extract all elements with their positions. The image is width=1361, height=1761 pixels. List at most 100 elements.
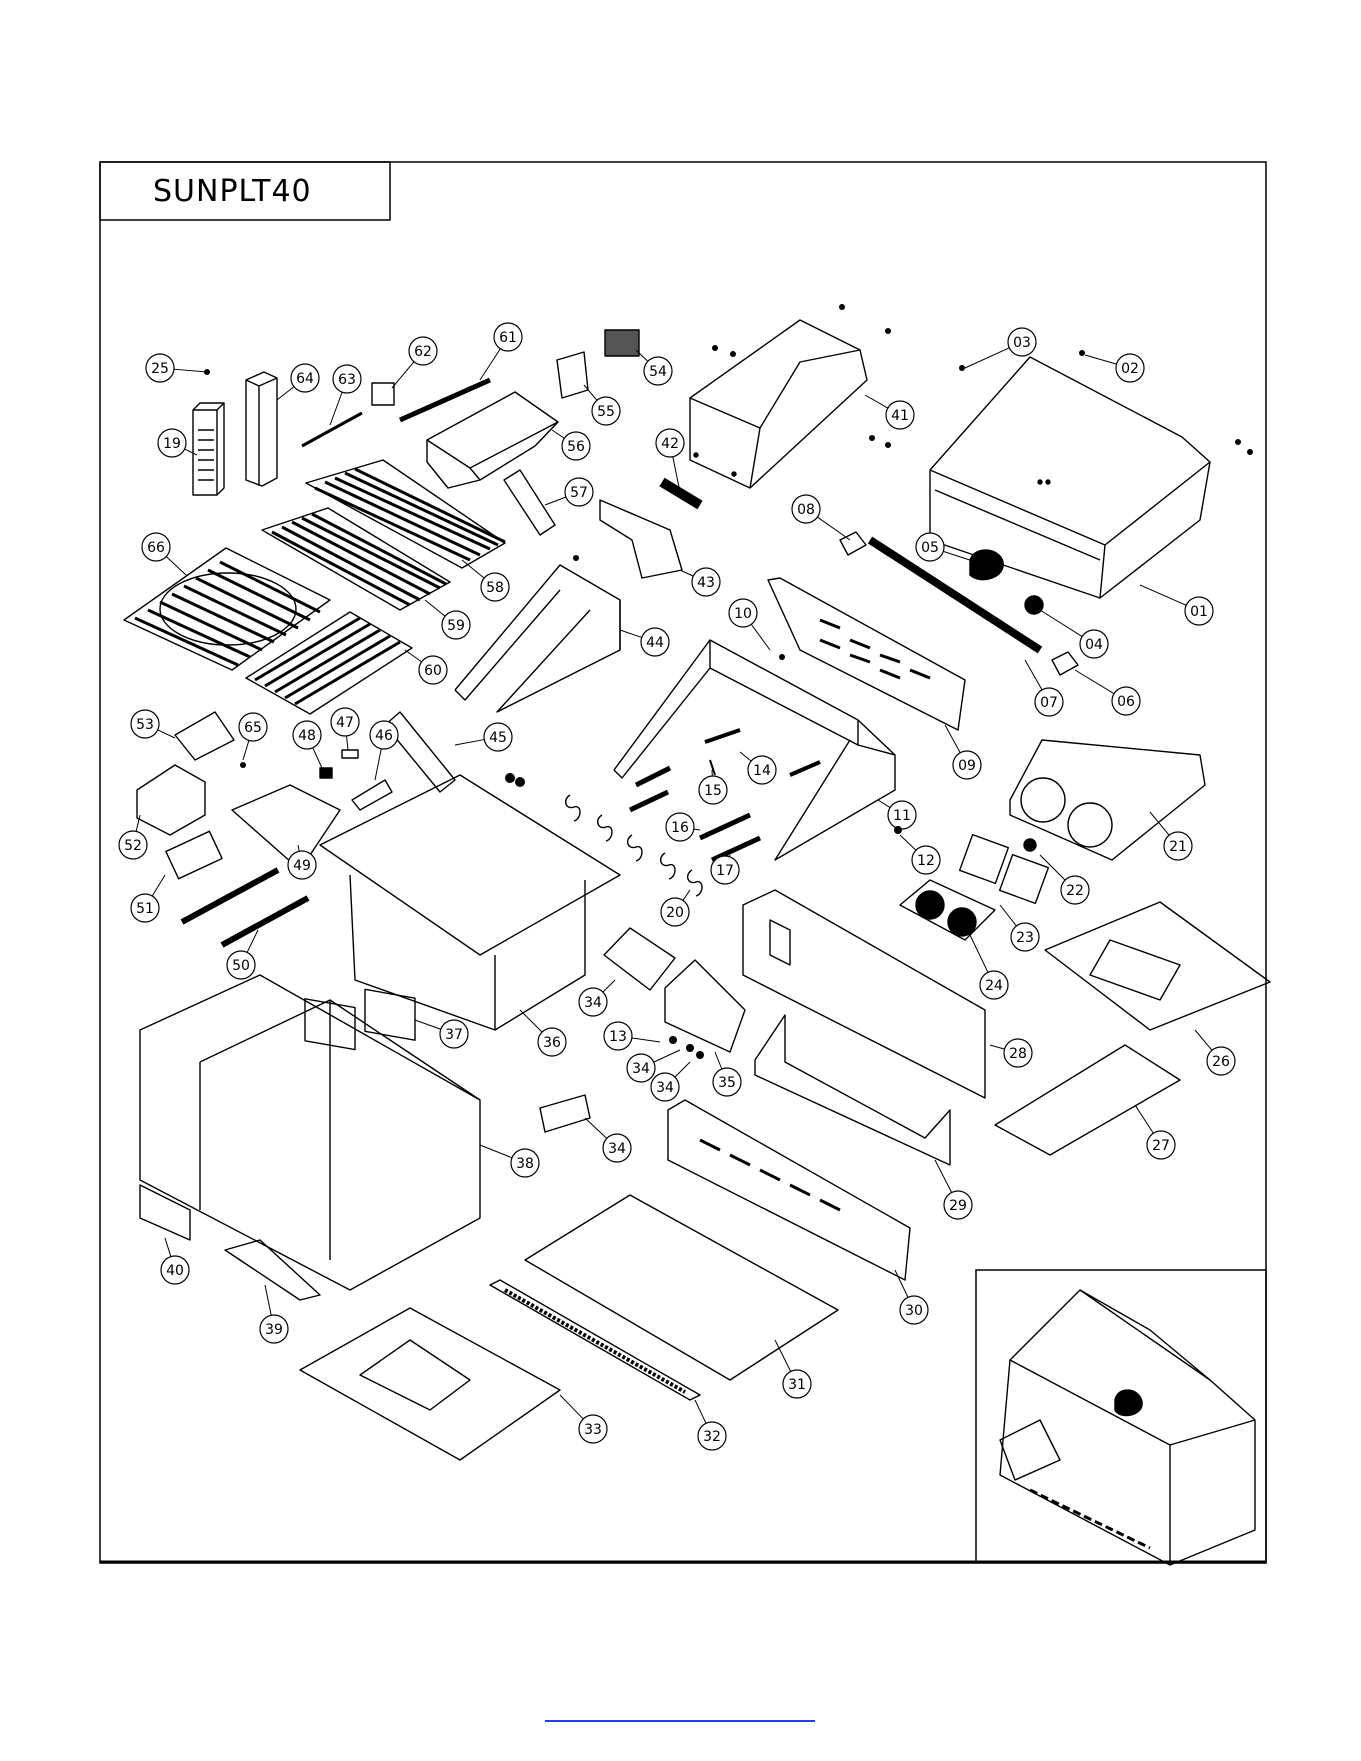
callout-label: 34 [632, 1061, 650, 1077]
callout-62: 62 [392, 337, 437, 388]
callout-leader [462, 560, 484, 578]
callout-13: 13 [604, 1022, 660, 1050]
part-06-foot [1052, 652, 1078, 675]
callout-label: 35 [718, 1075, 736, 1091]
callout-26: 26 [1195, 1030, 1235, 1075]
callout-label: 38 [516, 1156, 534, 1172]
callout-33: 33 [560, 1395, 607, 1443]
callout-leader [1195, 1030, 1212, 1050]
callout-label: 59 [447, 618, 465, 634]
callout-16: 16 [666, 813, 700, 841]
callout-leader [1085, 355, 1117, 364]
callout-label: 09 [958, 758, 976, 774]
callout-leader [1000, 905, 1016, 926]
callout-label: 33 [584, 1422, 602, 1438]
callout-label: 14 [753, 763, 771, 779]
callout-label: 39 [265, 1322, 283, 1338]
callout-leader [185, 449, 197, 455]
callout-56: 56 [552, 430, 590, 460]
callout-label: 65 [244, 720, 262, 736]
part-48-nut [320, 768, 332, 778]
callout-label: 01 [1190, 604, 1208, 620]
callout-label: 62 [414, 344, 432, 360]
callout-label: 05 [921, 540, 939, 556]
callout-label: 27 [1152, 1138, 1170, 1154]
callout-leader [584, 385, 597, 400]
callout-35: 35 [713, 1052, 741, 1096]
callout-leader [552, 430, 564, 438]
callout-leader [585, 1118, 607, 1138]
callout-leader [330, 392, 342, 425]
callout-66: 66 [142, 533, 186, 575]
callout-19: 19 [158, 429, 197, 457]
part-54-block [605, 330, 639, 356]
part-61-auger [400, 380, 490, 420]
callout-61: 61 [480, 323, 522, 380]
part-09-heat-shield [768, 578, 965, 730]
callout-leader [158, 730, 175, 738]
part-55-bracket [557, 352, 588, 398]
callout-label: 30 [905, 1303, 923, 1319]
part-24-fan-plate [900, 880, 995, 940]
callout-leader [375, 749, 381, 780]
callout-leader [654, 1050, 680, 1062]
callout-label: 15 [704, 783, 722, 799]
callout-44: 44 [620, 628, 669, 656]
part-32-rail [490, 1280, 700, 1400]
callout-41: 41 [865, 395, 914, 429]
callout-27: 27 [1135, 1105, 1175, 1159]
part-33-drip-tray [300, 1308, 560, 1460]
callout-leader [680, 570, 693, 576]
callout-31: 31 [775, 1340, 811, 1398]
callout-leader [520, 1010, 542, 1032]
callout-12: 12 [900, 835, 940, 874]
callout-leader [694, 829, 700, 830]
callout-label: 42 [661, 436, 679, 452]
callout-label: 10 [734, 606, 752, 622]
part-22-knob [1024, 839, 1036, 851]
callout-label: 16 [671, 820, 689, 836]
callout-49: 49 [288, 845, 316, 879]
callout-leader [675, 1062, 690, 1077]
callout-28: 28 [990, 1039, 1032, 1067]
callout-label: 48 [298, 728, 316, 744]
callout-leader [1025, 660, 1042, 690]
part-52-box [137, 765, 205, 835]
callout-14: 14 [740, 752, 776, 784]
callout-46: 46 [370, 721, 398, 780]
callout-51: 51 [131, 875, 165, 922]
callout-label: 26 [1212, 1054, 1230, 1070]
part-43-plate [600, 500, 682, 578]
callout-label: 23 [1016, 930, 1034, 946]
callout-label: 36 [543, 1035, 561, 1051]
footer-link-underline[interactable] [545, 1720, 815, 1722]
callout-09: 09 [945, 725, 981, 779]
callout-label: 47 [336, 715, 354, 731]
part-38-cabinet [140, 975, 480, 1290]
callout-leader [1040, 855, 1065, 880]
callout-leader [1075, 670, 1114, 694]
callout-39: 39 [260, 1285, 288, 1343]
callout-29: 29 [935, 1160, 972, 1219]
callout-34: 34 [651, 1062, 690, 1101]
callout-01: 01 [1140, 585, 1213, 625]
callout-65: 65 [239, 713, 267, 760]
callout-label: 43 [697, 575, 715, 591]
callout-32: 32 [695, 1400, 726, 1450]
part-19-holder [193, 403, 224, 495]
callout-37: 37 [415, 1020, 468, 1048]
part-20-hook-a [566, 795, 580, 821]
callout-leader [480, 1145, 512, 1158]
part-56-hopper [427, 392, 558, 488]
part-62-motor-mount [372, 383, 394, 405]
part-50-rails [182, 870, 308, 945]
callout-leader [632, 1038, 660, 1042]
callout-label: 46 [375, 728, 393, 744]
callout-label: 50 [232, 958, 250, 974]
callout-label: 51 [136, 901, 154, 917]
callout-40: 40 [161, 1238, 189, 1284]
callout-leader [298, 845, 299, 851]
callout-label: 13 [609, 1029, 627, 1045]
callout-57: 57 [545, 478, 593, 506]
callout-label: 55 [597, 404, 615, 420]
